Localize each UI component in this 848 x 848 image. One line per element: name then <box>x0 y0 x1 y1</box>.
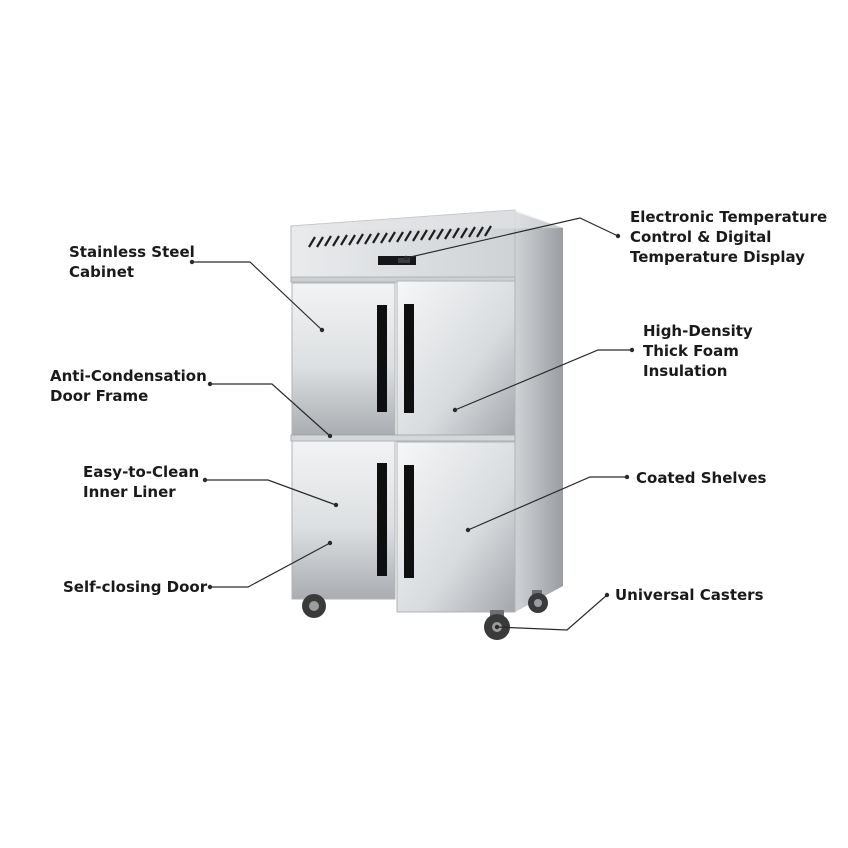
leader-line-insulation <box>454 349 632 411</box>
handle-lower-left <box>377 463 387 576</box>
handle-upper-right <box>404 304 414 413</box>
callout-stainless-steel-cabinet: Stainless Steel Cabinet <box>69 242 195 282</box>
callout-line: Self-closing Door <box>63 578 208 596</box>
callout-line: Insulation <box>643 362 728 380</box>
handle-upper-left <box>377 305 387 412</box>
callout-line: Temperature Display <box>630 248 805 266</box>
leader-line-anti-condensation <box>210 383 331 437</box>
leader-line-stainless <box>192 261 323 331</box>
callout-line: Coated Shelves <box>636 469 767 487</box>
display-icon <box>378 256 416 265</box>
caster-wheel-icon <box>302 594 326 618</box>
callout-temperature-control: Electronic Temperature Control & Digital… <box>630 207 827 267</box>
callout-line: Door Frame <box>50 387 149 405</box>
callout-line: Anti-Condensation <box>50 367 207 385</box>
handle-lower-right <box>404 465 414 578</box>
callout-easy-clean-liner: Easy-to-Clean Inner Liner <box>83 462 199 502</box>
cabinet-side-panel <box>515 212 563 612</box>
leader-line-self-closing <box>210 542 331 588</box>
vent-grille-icon <box>308 225 492 248</box>
callout-line: Control & Digital <box>630 228 772 246</box>
leader-line-inner-liner <box>205 479 337 506</box>
callout-anti-condensation-frame: Anti-Condensation Door Frame <box>50 366 207 406</box>
door-upper-right <box>396 280 516 438</box>
callout-line: High-Density <box>643 322 753 340</box>
callout-foam-insulation: High-Density Thick Foam Insulation <box>643 321 753 381</box>
leader-line-shelves <box>467 476 627 531</box>
callout-universal-casters: Universal Casters <box>615 585 764 605</box>
caster-wheel-icon <box>528 590 548 613</box>
callout-line: Thick Foam <box>643 342 739 360</box>
door-lower-right <box>396 441 516 613</box>
door-frame-divider <box>290 434 516 442</box>
callout-line: Easy-to-Clean <box>83 463 200 481</box>
callout-line: Electronic Temperature <box>630 208 828 226</box>
callout-line: Stainless Steel <box>69 243 195 261</box>
callout-self-closing-door: Self-closing Door <box>63 577 207 597</box>
leader-line-temperature <box>405 217 619 259</box>
leader-line-casters <box>496 594 608 631</box>
callout-line: Universal Casters <box>615 586 764 604</box>
callout-line: Inner Liner <box>83 483 176 501</box>
callout-coated-shelves: Coated Shelves <box>636 468 766 488</box>
callout-line: Cabinet <box>69 263 135 281</box>
